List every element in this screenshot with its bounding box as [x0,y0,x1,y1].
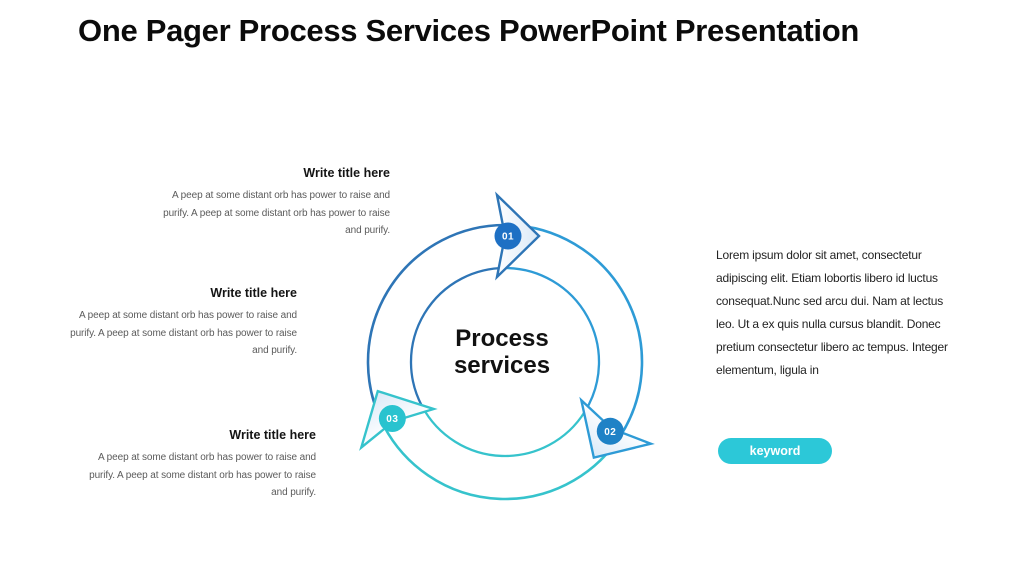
step-1-body: A peep at some distant orb has power to … [163,190,390,236]
process-cycle-diagram: 01 02 03 Process services [329,186,681,538]
diagram-center-label: Process services [329,325,675,379]
step-badge-label-01: 01 [502,232,514,243]
step-block-2: Write title here A peep at some distant … [67,286,297,360]
cycle-arrows-graphic: 01 02 03 [359,191,655,501]
keyword-button-label: keyword [749,444,801,458]
step-block-3: Write title here A peep at some distant … [86,428,316,502]
step-badge-03 [378,405,406,432]
keyword-button[interactable]: keyword [718,438,832,464]
cycle-outer-arc-1 [504,223,644,436]
step-2-body: A peep at some distant orb has power to … [70,310,297,356]
step-1-title: Write title here [303,166,390,180]
step-badge-label-03: 03 [386,414,398,425]
step-badge-01 [494,222,522,250]
cycle-outer-arc-3 [366,223,506,427]
cycle-outer-arc-2 [382,425,623,501]
step-3-body: A peep at some distant orb has power to … [89,452,316,498]
step-3-title: Write title here [229,428,316,442]
step-block-1: Write title here A peep at some distant … [160,166,390,240]
center-label-line1: Process [455,325,549,352]
description-paragraph: Lorem ipsum dolor sit amet, consectetur … [716,248,948,377]
step-2-title: Write title here [210,286,297,300]
step-badge-02 [596,417,624,445]
slide-title: One Pager Process Services PowerPoint Pr… [78,13,859,48]
center-label-line2: services [453,352,551,379]
cycle-inner-arc-3 [409,266,506,407]
step-badge-label-02: 02 [604,427,616,438]
cycle-inner-arc-2 [420,405,586,458]
cycle-inner-arc-1 [504,266,601,413]
